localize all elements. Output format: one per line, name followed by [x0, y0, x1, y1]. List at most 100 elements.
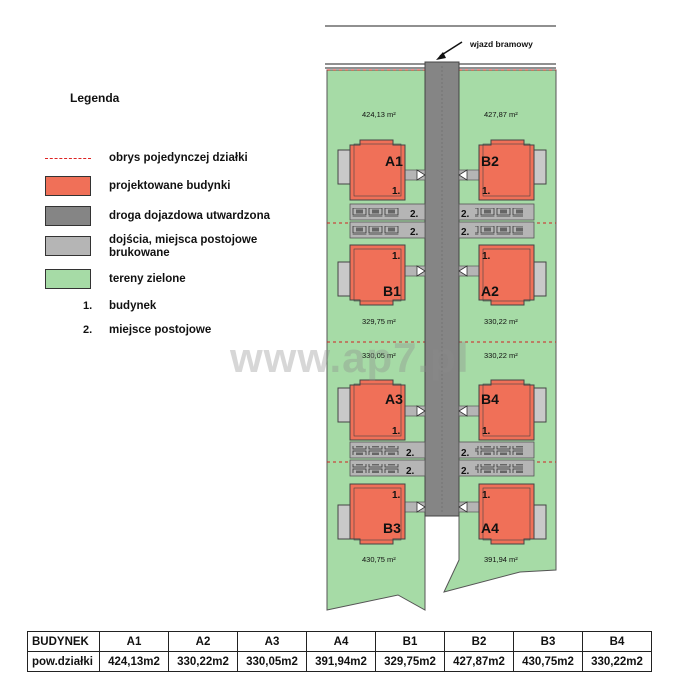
- plan-shape: [475, 464, 523, 473]
- plan-shape: [416, 169, 426, 181]
- plot-area-a4: 391,94 m²: [484, 555, 518, 564]
- plan-shape: [349, 483, 406, 545]
- table-cell: 330,05m2: [237, 651, 307, 672]
- plan-shape: [337, 139, 547, 545]
- plan-shape: [416, 169, 468, 513]
- building-a3: [337, 379, 406, 441]
- plan-shape: [482, 143, 531, 197]
- legend-item-green: tereny zielone: [45, 269, 345, 289]
- table-header-row: BUDYNEK A1 A2 A3 A4 B1 B2 B3 B4: [27, 631, 652, 652]
- building-b4: [478, 379, 547, 441]
- marker-building: 1.: [482, 490, 491, 501]
- plan-shape: [458, 501, 468, 513]
- plan-shape: [478, 379, 535, 441]
- plan-shape: [458, 169, 468, 181]
- legend-number: 2.: [83, 324, 93, 336]
- legend-item-buildings: projektowane budynki: [45, 176, 345, 196]
- plan-shape: [353, 487, 402, 541]
- road-swatch: [45, 206, 91, 226]
- marker-parking: 2.: [461, 209, 470, 220]
- plan-shape: [458, 265, 468, 277]
- building-a1: [337, 139, 406, 201]
- plan-shape: 424,13 m² 427,87 m² 329,75 m² 330,22 m² …: [362, 110, 518, 564]
- table-column-header: A1: [99, 631, 169, 652]
- table-column-header: B1: [375, 631, 445, 652]
- table-row-label: pow.działki: [27, 651, 100, 672]
- building-b1: [337, 244, 406, 306]
- plan-shape: [416, 265, 426, 277]
- legend-title: Legenda: [70, 91, 120, 105]
- plan-shape: [353, 143, 402, 197]
- watermark: www.ap7.pl: [230, 334, 470, 381]
- plot-area-table: BUDYNEK A1 A2 A3 A4 B1 B2 B3 B4 pow.dzia…: [27, 631, 652, 672]
- building-label-b1: B1: [383, 283, 401, 299]
- plan-shape: 1. 1. 1. 1. 1. 1. 1. 1.: [392, 186, 491, 501]
- legend-label: dojścia, miejsca postojowe brukowane: [109, 234, 258, 259]
- building-label-a1: A1: [385, 153, 403, 169]
- plan-shape: [352, 446, 400, 455]
- marker-building: 1.: [392, 251, 401, 262]
- plan-shape: [482, 383, 531, 437]
- marker-parking: 2.: [461, 466, 470, 477]
- legend-number: 1.: [83, 300, 93, 312]
- plan-shape: [404, 169, 480, 513]
- building-a4: [478, 483, 547, 545]
- building-label-a2: A2: [481, 283, 499, 299]
- plan-shape: [349, 244, 406, 306]
- plot-area-a3: 330,05 m²: [362, 351, 396, 360]
- table-cell: 424,13m2: [99, 651, 169, 672]
- paving-swatch: [45, 236, 91, 256]
- entrance-label: wjazd bramowy: [469, 39, 533, 49]
- legend-label: tereny zielone: [109, 273, 186, 285]
- plan-shape: [349, 379, 406, 441]
- table-cell: 329,75m2: [375, 651, 445, 672]
- plan-shape: [352, 208, 400, 217]
- plan-shape: [352, 208, 523, 473]
- plot-area-b2: 427,87 m²: [484, 110, 518, 119]
- legend-label: droga dojazdowa utwardzona: [109, 210, 271, 222]
- plan-shape: [475, 226, 523, 235]
- building-swatch: [45, 176, 91, 196]
- table-header-label: BUDYNEK: [27, 631, 100, 652]
- plan-shape: A1 B2 B1 A2 A3 B4 B3 A4: [383, 153, 499, 536]
- marker-parking: 2.: [406, 466, 415, 477]
- legend-item-road: droga dojazdowa utwardzona: [45, 206, 345, 226]
- plan-shape: [416, 405, 426, 417]
- building-label-a4: A4: [481, 520, 499, 536]
- marker-parking: 2.: [410, 209, 419, 220]
- marker-building: 1.: [392, 490, 401, 501]
- plot-area-b3: 430,75 m²: [362, 555, 396, 564]
- plan-shape: [482, 248, 531, 302]
- marker-parking: 2.: [461, 227, 470, 238]
- marker-building: 1.: [482, 426, 491, 437]
- table-row: pow.działki 424,13m2 330,22m2 330,05m2 3…: [27, 651, 652, 672]
- legend-label: obrys pojedynczej działki: [109, 152, 248, 164]
- marker-building: 1.: [392, 426, 401, 437]
- plan-shape: [353, 248, 402, 302]
- plan-shape: [349, 139, 406, 201]
- plan-shape: [475, 208, 523, 217]
- plan-shape: 2. 2. 2. 2. 2. 2. 2. 2.: [406, 209, 470, 477]
- marker-building: 1.: [482, 251, 491, 262]
- table-cell: 330,22m2: [582, 651, 652, 672]
- building-label-b2: B2: [481, 153, 499, 169]
- building-label-a3: A3: [385, 391, 403, 407]
- plot-area-b1: 329,75 m²: [362, 317, 396, 326]
- plan-shape: [352, 226, 400, 235]
- table-cell: 427,87m2: [444, 651, 514, 672]
- boundary-swatch: [45, 158, 91, 159]
- marker-building: 1.: [482, 186, 491, 197]
- marker-parking: 2.: [406, 448, 415, 459]
- plot-area-b4: 330,22 m²: [484, 351, 518, 360]
- legend-label: miejsce postojowe: [109, 324, 212, 336]
- building-b2: [478, 139, 547, 201]
- plan-shape: [475, 446, 523, 455]
- marker-parking: 2.: [461, 448, 470, 459]
- plan-shape: [478, 139, 535, 201]
- plan-shape: [458, 405, 468, 417]
- green-swatch: [45, 269, 91, 289]
- table-column-header: A3: [237, 631, 307, 652]
- legend-item-boundary: obrys pojedynczej działki: [45, 150, 345, 170]
- table-cell: 330,22m2: [168, 651, 238, 672]
- legend-item-parking-number: 2. miejsce postojowe: [45, 322, 345, 342]
